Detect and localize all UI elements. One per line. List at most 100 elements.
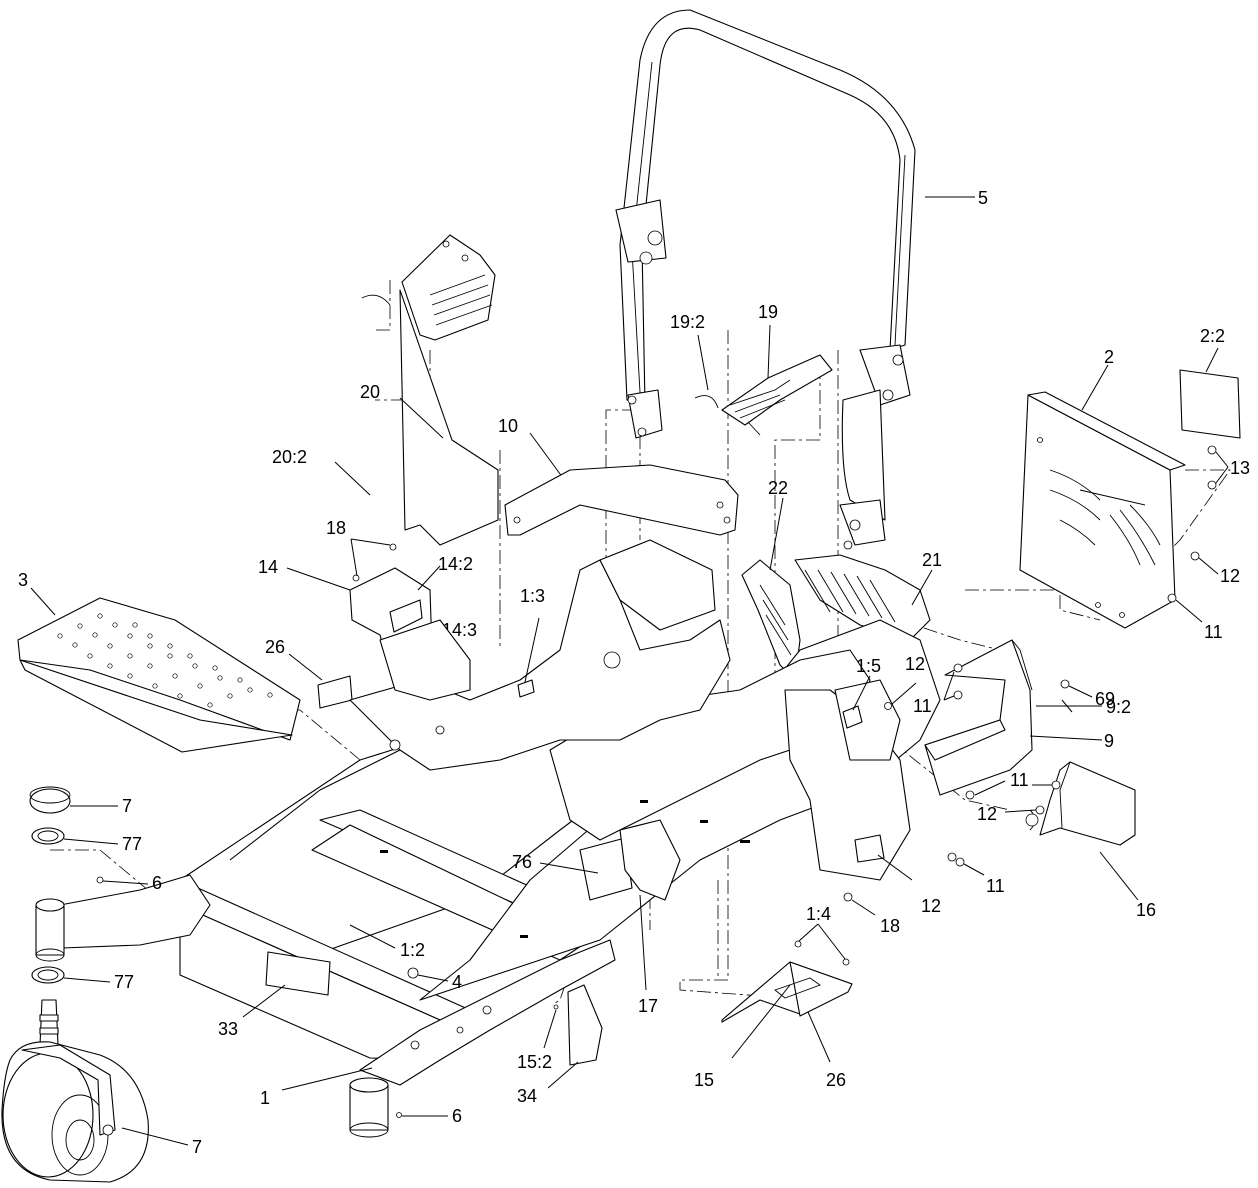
callout-76: 76	[512, 852, 532, 872]
plate-part-34	[567, 984, 603, 1066]
leader-26a	[288, 653, 323, 681]
grip-part-19	[721, 354, 833, 436]
leader-77a	[63, 838, 119, 845]
leader-11c	[974, 780, 1006, 796]
leader-76	[539, 862, 599, 874]
leader-9	[1029, 735, 1103, 741]
callout-9-2: 9:2	[1106, 697, 1131, 717]
leader-12c	[1004, 809, 1037, 813]
callout-11d: 11	[986, 876, 1005, 896]
fitting-part-6b	[396, 1112, 402, 1118]
leader-11a	[1175, 599, 1203, 623]
decal-part-1-5	[842, 705, 863, 729]
fitting-part-6a	[96, 876, 104, 884]
callout-20-2: 20:2	[272, 447, 307, 467]
leader-14	[286, 567, 351, 591]
callout-26b: 17	[638, 996, 658, 1016]
leader-16	[1099, 851, 1139, 901]
leader-1-5	[852, 675, 871, 711]
plug-part-4	[407, 967, 419, 979]
screw-part-33	[553, 1004, 559, 1010]
leader-14-2	[417, 565, 441, 591]
nut-part-11c	[965, 790, 975, 800]
callout-1-4: 12	[921, 896, 941, 916]
callout-1: 1	[260, 1088, 270, 1108]
leader-26b	[639, 894, 647, 991]
leader-1-2	[349, 924, 396, 949]
bolt-part-12b	[884, 702, 892, 710]
leader-2	[1081, 364, 1109, 411]
caster-cap-part-7	[29, 786, 71, 814]
callout-34: 34	[517, 1086, 537, 1106]
leader-20	[399, 397, 444, 439]
leader-6a	[102, 880, 149, 885]
callout-77b: 77	[114, 972, 134, 992]
callout-21: 21	[922, 550, 942, 570]
callout-20: 20	[360, 382, 380, 402]
callout-1-3: 1:3	[520, 586, 545, 606]
shield-part-2	[1019, 391, 1186, 629]
nut-part-11b-2	[953, 690, 963, 700]
part-19-2	[694, 395, 719, 409]
caster-socket-right	[349, 1077, 389, 1138]
decal-part-1-3	[517, 679, 535, 698]
bumper-part-9	[924, 639, 1033, 796]
part-20-2	[361, 294, 391, 306]
bolt-part-12d	[843, 892, 853, 902]
callout-15-2: 15	[694, 1070, 714, 1090]
grip-part-20	[399, 234, 499, 546]
bushing-part-77a	[31, 827, 65, 845]
callout-26a: 26	[265, 637, 285, 657]
callout-16: 16	[1136, 900, 1156, 920]
callout-33: 15:2	[517, 1052, 552, 1072]
callout-77a: 77	[122, 834, 142, 854]
nut-part-11d-1	[947, 852, 957, 862]
grip-part-21	[794, 554, 931, 641]
bracket-near-76	[619, 819, 681, 901]
leader-18a-1	[350, 538, 358, 577]
leader-69	[1068, 685, 1093, 698]
callout-10: 10	[498, 416, 518, 436]
frame-part-1	[59, 539, 941, 1086]
leader-10	[529, 432, 564, 479]
nut-part-11b-1	[953, 663, 963, 673]
cowl-part-10	[504, 464, 739, 536]
leader-11b-2	[943, 695, 955, 701]
leader-21	[911, 569, 933, 606]
callout-19-2: 19:2	[670, 312, 705, 332]
leader-1-4	[877, 854, 913, 881]
callout-9: 9	[1104, 731, 1114, 751]
footplate-part-3	[17, 597, 301, 753]
callout-12b: 12	[905, 654, 925, 674]
callout-14: 14	[258, 557, 278, 577]
callout-13: 13	[1230, 458, 1250, 478]
leader-4	[417, 974, 449, 982]
leader-18a-2	[350, 538, 391, 546]
leader-17	[242, 984, 286, 1018]
leader-18b-1	[798, 923, 819, 942]
leader-12b	[891, 682, 917, 705]
leader-11d	[963, 863, 985, 876]
callout-6b: 6	[452, 1106, 462, 1126]
leader-20-2	[334, 461, 371, 496]
leader-12d	[851, 899, 876, 916]
washer-part-11c2	[1051, 780, 1061, 790]
callout-12d: 18	[880, 916, 900, 936]
caster-socket-left	[35, 898, 65, 962]
callout-7a: 7	[122, 796, 132, 816]
decal-part-76	[579, 837, 633, 901]
bolt-part-12c	[1035, 805, 1045, 815]
decal-part-26a	[317, 675, 353, 709]
leader-15	[807, 1011, 831, 1063]
callout-2-2: 2:2	[1200, 326, 1225, 346]
leader-1	[281, 1067, 373, 1091]
decal-part-2-2	[1179, 369, 1241, 439]
leader-7b	[121, 1127, 189, 1146]
bolt-part-12	[1190, 551, 1200, 561]
callout-69: 69	[1095, 689, 1115, 709]
callout-3: 3	[18, 570, 28, 590]
leader-19-2	[697, 334, 709, 391]
leader-2-2	[1205, 347, 1219, 373]
hitch-part-16	[1025, 761, 1136, 846]
callout-12c: 12	[977, 804, 997, 824]
